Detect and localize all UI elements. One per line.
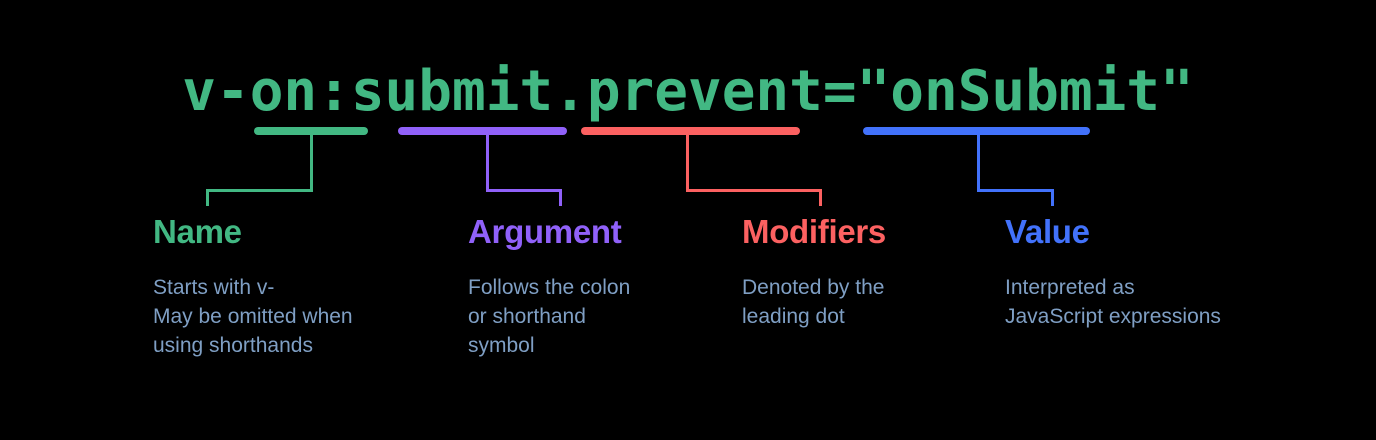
- legend-description-name: Starts with v- May be omitted when using…: [153, 276, 353, 357]
- underline-bar-argument: [398, 127, 567, 135]
- legend-title-modifiers: Modifiers: [742, 213, 886, 250]
- legend-title-argument: Argument: [468, 213, 622, 250]
- underline-bar-value: [863, 127, 1090, 135]
- legend-column-argument: Argument Follows the colon or shorthand …: [468, 213, 733, 360]
- underline-bar-name: [254, 127, 368, 135]
- connector-line-modifiers: [686, 133, 822, 206]
- bracket-name: [206, 127, 368, 206]
- legend-description-argument: Follows the colon or shorthand symbol: [468, 276, 631, 357]
- bracket-modifiers: [581, 127, 822, 206]
- legend-description-modifiers: Denoted by the leading dot: [742, 276, 885, 328]
- underline-bar-modifiers: [581, 127, 800, 135]
- legend-column-name: Name Starts with v- May be omitted when …: [153, 213, 453, 360]
- legend-title-name: Name: [153, 213, 242, 250]
- legend-title-value: Value: [1005, 213, 1090, 250]
- bracket-argument: [398, 127, 567, 206]
- code-expression: v-on:submit.prevent="onSubmit": [182, 59, 1194, 124]
- connector-line-value: [977, 133, 1054, 206]
- legend-column-value: Value Interpreted as JavaScript expressi…: [1005, 213, 1325, 331]
- legend: Name Starts with v- May be omitted when …: [0, 213, 1376, 393]
- connector-line-name: [206, 133, 313, 206]
- legend-column-modifiers: Modifiers Denoted by the leading dot: [742, 213, 997, 331]
- legend-description-value: Interpreted as JavaScript expressions: [1005, 276, 1221, 328]
- bracket-value: [863, 127, 1090, 206]
- connector-line-argument: [486, 133, 562, 206]
